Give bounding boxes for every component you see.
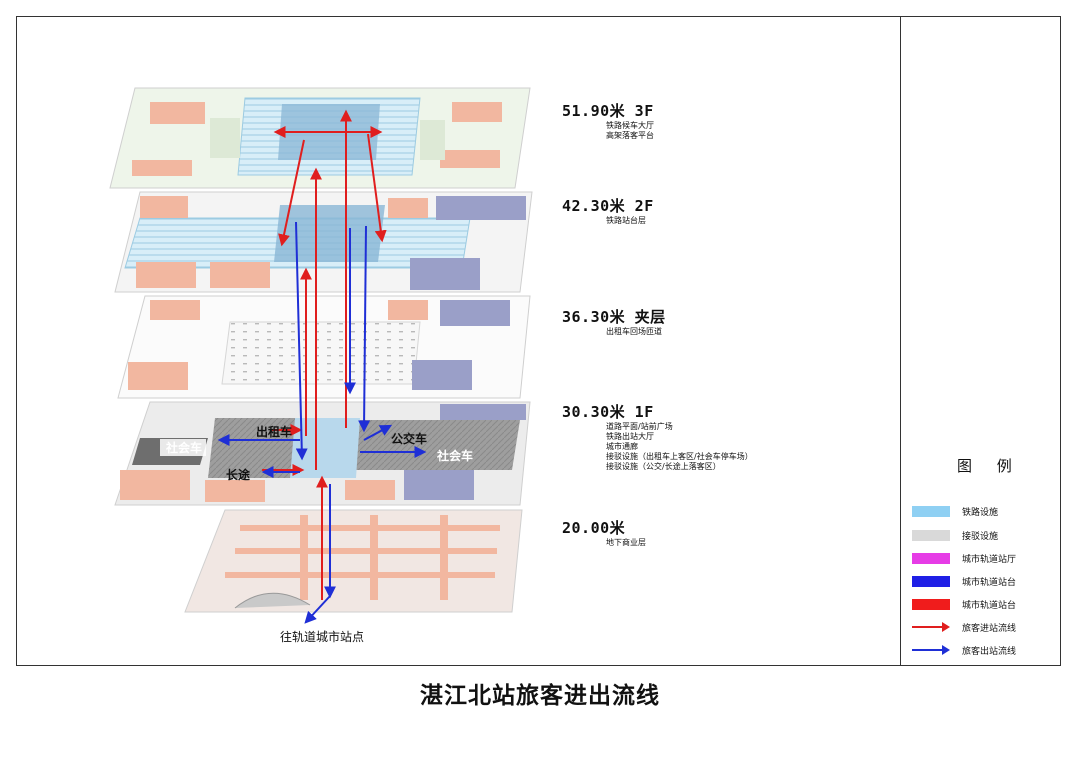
level-1f-desc-1: 道路平面/站前广场: [606, 422, 673, 431]
label-social-car-left: 社会车: [165, 440, 202, 455]
inbound-arrow-icon: [912, 622, 950, 632]
floor-mezzanine: [117, 295, 531, 399]
level-mezzanine-desc-1: 出租车回场匝道: [606, 327, 662, 336]
legend-item-rail: 铁路设施: [912, 504, 998, 518]
legend-swatch-rail: [912, 505, 950, 517]
legend-label-metro-platform-blue: 城市轨道站台: [962, 577, 1017, 588]
level-b1-desc-1: 地下商业层: [606, 538, 646, 547]
label-long-distance: 长途: [226, 467, 251, 482]
outbound-arrow-icon: [912, 645, 950, 655]
label-taxi: 出租车: [256, 424, 292, 439]
legend-swatch-metro-platform-blue: [912, 575, 950, 587]
legend-label-metro-platform-red: 城市轨道站台: [962, 600, 1017, 611]
level-3f-desc-1: 铁路候车大厅: [606, 121, 654, 130]
level-3f-height: 51.90米 3F: [562, 102, 654, 120]
legend-item-outbound: 旅客出站流线: [912, 643, 1016, 657]
level-2f-desc-1: 铁路站台层: [606, 216, 646, 225]
legend-item-metro-hall: 城市轨道站厅: [912, 551, 1016, 565]
level-mezzanine-height: 36.30米 夹层: [562, 308, 666, 326]
label-metro-station: 往轨道城市站点: [280, 629, 364, 644]
station-floor-diagram: 社会车 出租车 公交车 社会车 长途 往轨道城市站点: [109, 87, 533, 644]
inbound-flow-lines: [262, 109, 387, 600]
level-3f-desc-2: 高架落客平台: [606, 131, 654, 140]
outbound-flow-lines: [217, 221, 427, 624]
legend-swatch-transfer: [912, 529, 950, 541]
label-bus: 公交车: [391, 431, 427, 446]
legend-title: 图 例: [957, 457, 1022, 475]
level-b1-annotation: 20.00米 地下商业层: [562, 517, 646, 548]
legend-item-metro-platform-blue: 城市轨道站台: [912, 574, 1016, 588]
level-1f-desc-3: 城市通廊: [606, 442, 638, 451]
level-1f-desc-4: 接驳设施（出租车上客区/社会车停车场）: [606, 452, 753, 461]
legend-divider: [900, 16, 901, 666]
level-b1-height: 20.00米: [562, 519, 626, 537]
legend-label-metro-hall: 城市轨道站厅: [962, 554, 1017, 565]
level-1f-desc-5: 接驳设施（公交/长途上落客区）: [606, 462, 721, 471]
legend-item-transfer: 接驳设施: [912, 528, 998, 542]
floor-b1: [184, 509, 523, 613]
level-3f-annotation: 51.90米 3F 铁路候车大厅 高架落客平台: [562, 100, 654, 141]
level-1f-height: 30.30米 1F: [562, 403, 654, 421]
legend-swatch-metro-hall: [912, 552, 950, 564]
level-2f-annotation: 42.30米 2F 铁路站台层: [562, 195, 654, 226]
drawing-frame: [16, 16, 1061, 666]
level-1f-desc-2: 铁路出站大厅: [606, 432, 654, 441]
figure-caption: 湛江北站旅客进出流线: [420, 683, 660, 709]
legend-item-inbound: 旅客进站流线: [912, 620, 1016, 634]
legend-item-metro-platform-red: 城市轨道站台: [912, 597, 1016, 611]
level-mezzanine-annotation: 36.30米 夹层 出租车回场匝道: [562, 306, 666, 337]
level-1f-annotation: 30.30米 1F 道路平面/站前广场 铁路出站大厅 城市通廊 接驳设施（出租车…: [562, 401, 753, 472]
floor-3f: [109, 87, 531, 189]
legend-label-inbound: 旅客进站流线: [962, 623, 1017, 634]
legend-label-transfer: 接驳设施: [962, 531, 999, 542]
legend-label-outbound: 旅客出站流线: [962, 646, 1017, 657]
floor-2f: [114, 191, 533, 293]
legend-label-rail: 铁路设施: [962, 507, 999, 518]
legend-swatch-metro-platform-red: [912, 598, 950, 610]
level-2f-height: 42.30米 2F: [562, 197, 654, 215]
label-social-car-right: 社会车: [436, 448, 473, 463]
